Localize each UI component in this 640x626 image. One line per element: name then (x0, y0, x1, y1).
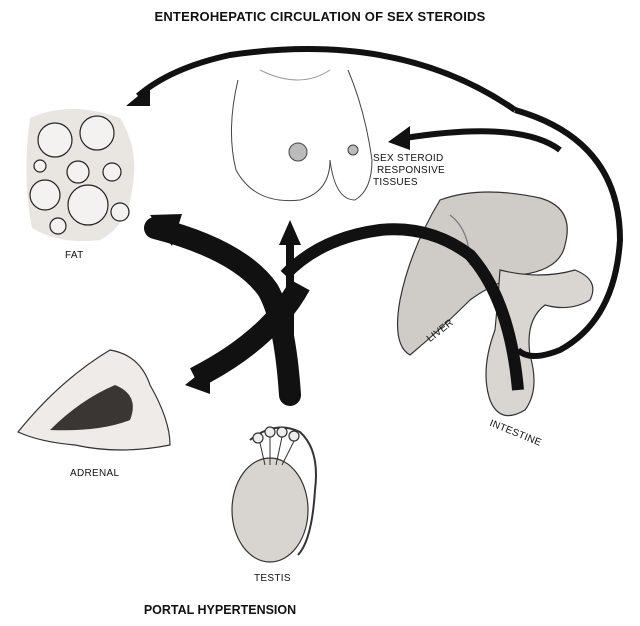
caption-portal-hypertension: PORTAL HYPERTENSION (0, 603, 540, 617)
arrow-head-tissues (388, 126, 410, 150)
label-adrenal: ADRENAL (70, 468, 119, 479)
arrow-to-fat (138, 49, 515, 110)
diagram-title: ENTEROHEPATIC CIRCULATION OF SEX STEROID… (0, 9, 640, 24)
chest-illustration (231, 70, 372, 201)
label-fat: FAT (65, 250, 84, 261)
testis-illustration (232, 427, 316, 562)
fat-tissue-illustration (26, 109, 134, 241)
arrow-head-vertical (279, 220, 301, 245)
label-tissues-line1: SEX STEROID (373, 153, 444, 164)
label-tissues-line2: RESPONSIVE (377, 165, 445, 176)
adrenal-illustration (18, 350, 170, 450)
label-tissues-line3: TISSUES (373, 177, 418, 188)
label-testis: TESTIS (254, 573, 291, 584)
arrow-to-tissues (405, 131, 560, 150)
